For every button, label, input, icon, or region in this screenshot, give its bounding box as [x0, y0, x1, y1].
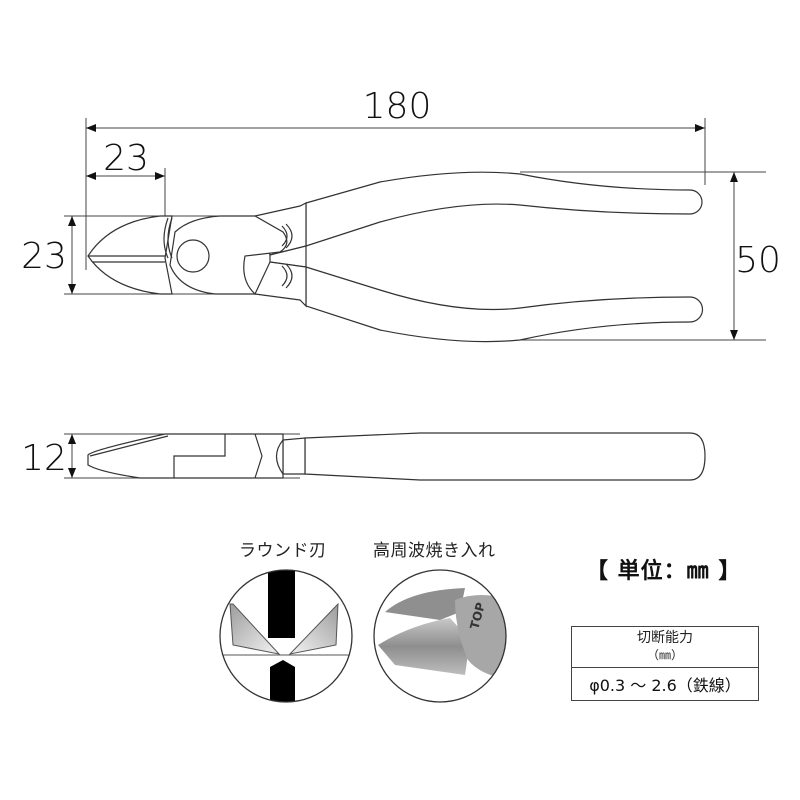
dimension-handle-span — [490, 171, 766, 341]
cutting-capacity-title: 切断能力 — [637, 630, 693, 646]
cutting-capacity-value: φ0.3 ～ 2.6（鉄線） — [571, 667, 759, 701]
dim-label-handle-span: 50 — [735, 240, 781, 281]
dim-label-head-height: 23 — [21, 236, 67, 277]
cutting-capacity-unit: （㎜） — [646, 648, 683, 662]
feature-caption-round-blade: ラウンド刃 — [239, 541, 327, 561]
feature-caption-induction-hardening: 高周波焼き入れ — [373, 541, 496, 561]
dim-label-thickness: 12 — [21, 438, 67, 479]
unit-label: 【 単位：㎜ 】 — [586, 559, 742, 584]
dimension-overall-length — [85, 118, 706, 270]
pliers-top-view — [87, 171, 704, 343]
dim-label-overall-length: 180 — [363, 86, 432, 127]
cutting-capacity-table: 切断能力 （㎜） φ0.3 ～ 2.6（鉄線） — [571, 626, 759, 701]
round-blade-diagram — [219, 569, 353, 703]
pliers-side-view — [87, 432, 706, 481]
cutting-capacity-header: 切断能力 （㎜） — [571, 626, 759, 668]
brand-mark: TOP — [467, 601, 488, 631]
induction-hardened-jaw-photo: TOP — [373, 569, 507, 703]
dim-label-jaw-length: 23 — [103, 138, 149, 179]
